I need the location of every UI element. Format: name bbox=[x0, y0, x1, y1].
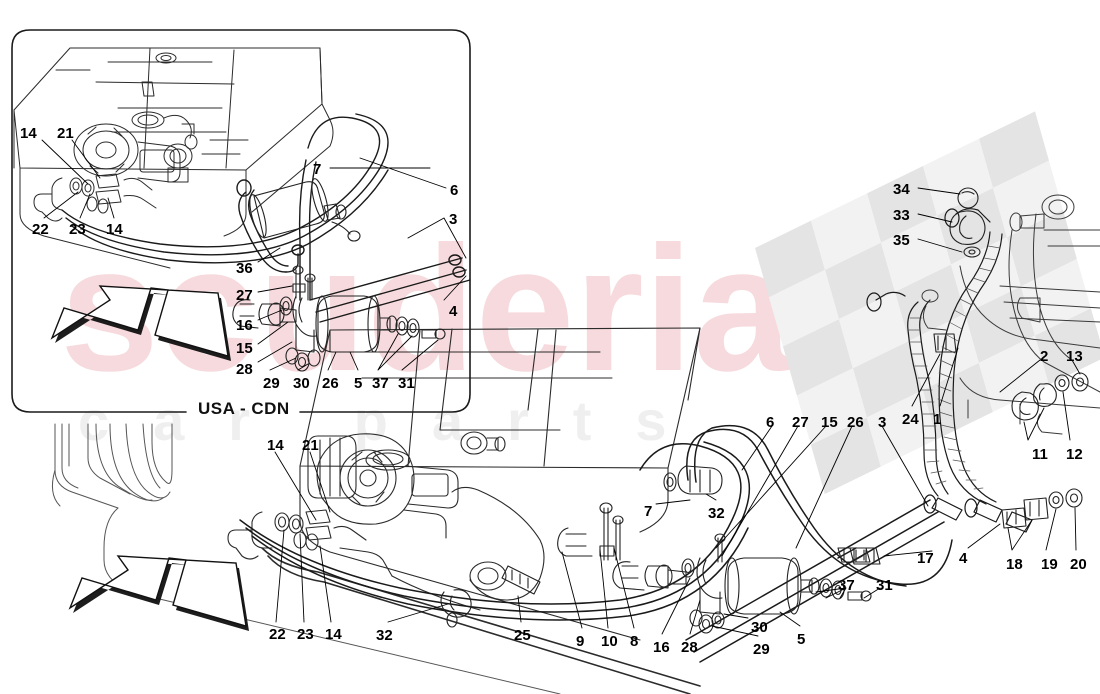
callout-label-6: 6 bbox=[766, 414, 775, 431]
callout-label-21: 21 bbox=[302, 437, 319, 454]
inset-filter-assembly bbox=[232, 265, 446, 372]
callout-label-7: 7 bbox=[644, 503, 653, 520]
callout-label-18: 18 bbox=[1006, 556, 1023, 573]
callout-label-20: 20 bbox=[1070, 556, 1087, 573]
callout-label-5: 5 bbox=[797, 631, 806, 648]
fuel-lines-main bbox=[239, 424, 953, 663]
callout-label-27: 27 bbox=[236, 287, 253, 304]
callout-label-26: 26 bbox=[847, 414, 864, 431]
callout-label-4: 4 bbox=[959, 550, 968, 567]
callout-label-14: 14 bbox=[267, 437, 284, 454]
callout-label-21: 21 bbox=[57, 125, 74, 142]
callout-label-31: 31 bbox=[398, 375, 415, 392]
callout-label-17: 17 bbox=[917, 550, 934, 567]
callout-label-14: 14 bbox=[325, 626, 342, 643]
corrugated-hoses-right bbox=[866, 208, 1033, 533]
inset-fuel-tank bbox=[13, 47, 334, 269]
callout-label-15: 15 bbox=[821, 414, 838, 431]
engine-manifold-right bbox=[921, 194, 1100, 435]
inset-pump-cylinder bbox=[249, 178, 361, 242]
callout-label-23: 23 bbox=[69, 221, 86, 238]
fuel-filter-main bbox=[557, 502, 872, 634]
callout-label-37: 37 bbox=[838, 577, 855, 594]
callout-label-36: 36 bbox=[236, 260, 253, 277]
callout-label-27: 27 bbox=[792, 414, 809, 431]
watermark-car-parts: car parts bbox=[78, 389, 711, 452]
callout-label-22: 22 bbox=[32, 221, 49, 238]
callout-label-25: 25 bbox=[514, 627, 531, 644]
callout-label-6: 6 bbox=[450, 182, 459, 199]
leader-lines-right bbox=[883, 187, 1081, 557]
callout-label-30: 30 bbox=[751, 619, 768, 636]
callout-label-31: 31 bbox=[876, 577, 893, 594]
callout-label-10: 10 bbox=[601, 633, 618, 650]
callout-label-7: 7 bbox=[313, 161, 322, 178]
callout-label-24: 24 bbox=[902, 411, 919, 428]
clamp-parts-right bbox=[849, 187, 1089, 565]
callout-label-3: 3 bbox=[449, 211, 458, 228]
callout-label-28: 28 bbox=[236, 361, 253, 378]
callout-label-35: 35 bbox=[893, 232, 910, 249]
callout-label-4: 4 bbox=[449, 303, 458, 320]
callout-label-34: 34 bbox=[893, 181, 910, 198]
callout-label-33: 33 bbox=[893, 207, 910, 224]
fuel-pump-assembly-main bbox=[227, 433, 701, 694]
callout-label-16: 16 bbox=[653, 639, 670, 656]
callout-label-22: 22 bbox=[269, 626, 286, 643]
direction-arrow-main bbox=[68, 555, 249, 631]
callout-label-2: 2 bbox=[1040, 348, 1049, 365]
callout-label-9: 9 bbox=[576, 633, 585, 650]
callout-label-29: 29 bbox=[263, 375, 280, 392]
callout-label-13: 13 bbox=[1066, 348, 1083, 365]
callout-label-12: 12 bbox=[1066, 446, 1083, 463]
leader-lines-main bbox=[274, 425, 929, 637]
callout-label-32: 32 bbox=[376, 627, 393, 644]
callout-label-30: 30 bbox=[293, 375, 310, 392]
callout-label-26: 26 bbox=[322, 375, 339, 392]
callout-label-14: 14 bbox=[106, 221, 123, 238]
inset-box-title: USA - CDN bbox=[198, 399, 290, 418]
callout-label-32: 32 bbox=[708, 505, 725, 522]
callout-label-15: 15 bbox=[236, 340, 253, 357]
callout-label-8: 8 bbox=[630, 633, 639, 650]
callout-label-11: 11 bbox=[1032, 446, 1048, 463]
callout-label-23: 23 bbox=[297, 626, 314, 643]
callout-label-16: 16 bbox=[236, 317, 253, 334]
callout-label-28: 28 bbox=[681, 639, 698, 656]
direction-arrow-inset bbox=[50, 285, 231, 361]
callout-label-29: 29 bbox=[753, 641, 770, 658]
inset-fuel-lines bbox=[61, 113, 471, 323]
callout-label-1: 1 bbox=[933, 411, 942, 428]
callout-label-14: 14 bbox=[20, 125, 37, 142]
inset-leader-lines bbox=[41, 139, 467, 371]
callout-label-37: 37 bbox=[372, 375, 389, 392]
callout-label-3: 3 bbox=[878, 414, 887, 431]
callout-label-19: 19 bbox=[1041, 556, 1058, 573]
callout-label-5: 5 bbox=[354, 375, 363, 392]
